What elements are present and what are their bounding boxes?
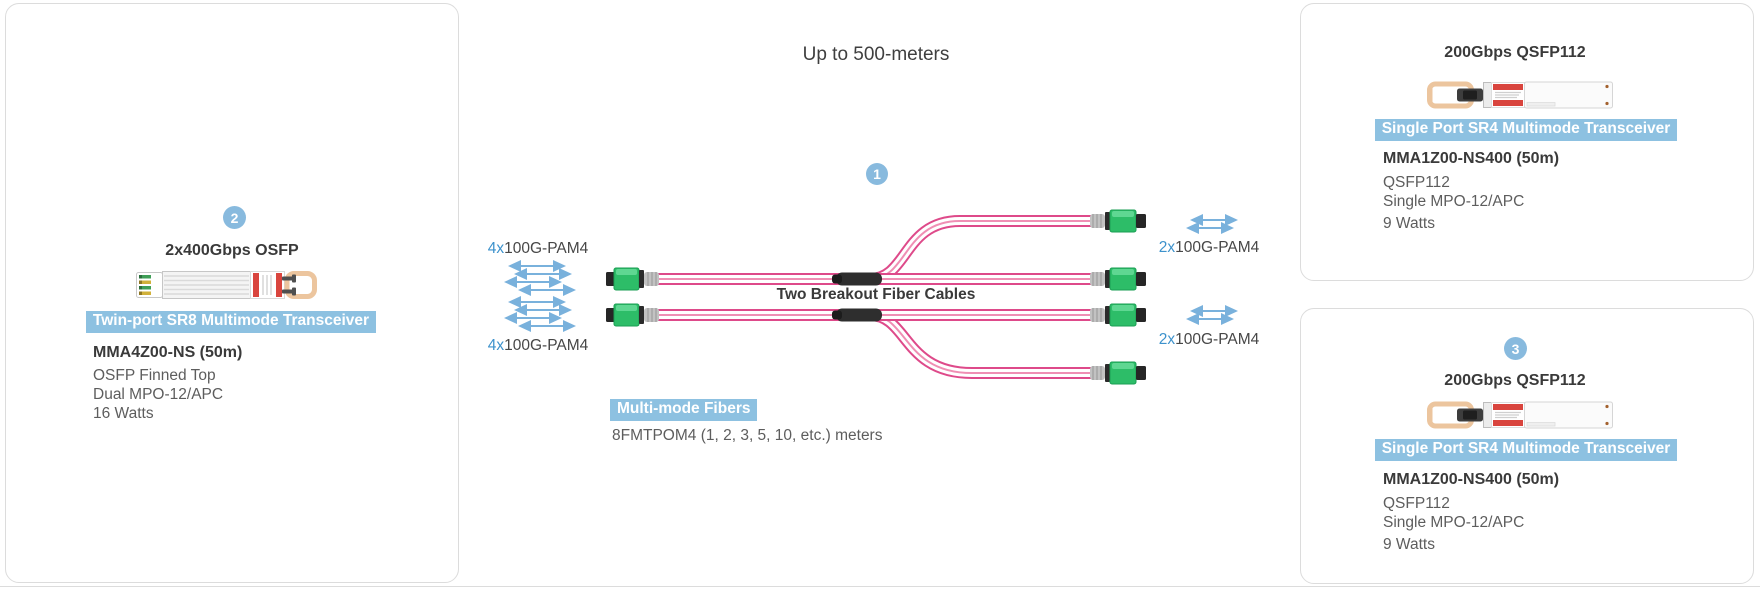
cable-caption: Two Breakout Fiber Cables [776, 286, 976, 303]
qsfp112-top-highlight-wrap: Single Port SR4 Multimode Transceiver [1300, 119, 1752, 141]
qsfp112-bottom-model-number: MMA1Z00-NS400 (50m) [1383, 471, 1560, 488]
qsfp112-transceiver-card-top [1300, 3, 1754, 281]
osfp-card-title: 2x400Gbps OSFP [165, 242, 299, 259]
qsfp112-bottom-highlight-wrap: Single Port SR4 Multimode Transceiver [1300, 439, 1752, 461]
mpo-connector-left-1 [606, 267, 659, 291]
qsfp112-bottom-spec-line: QSFP112 [1383, 495, 1450, 512]
lane-count: 2x [1158, 239, 1176, 256]
step-badge-3: 3 [1504, 337, 1527, 360]
qsfp112-bottom-spec-line: 9 Watts [1383, 536, 1435, 553]
osfp-model-number: MMA4Z00-NS (50m) [93, 344, 243, 361]
lane-count: 4x [487, 240, 505, 257]
lane-count: 4x [487, 337, 505, 354]
qsfp112-module-image [1427, 81, 1613, 109]
osfp-spec-line: 16 Watts [93, 405, 154, 422]
mpo-connector-right-1 [1090, 209, 1146, 233]
qsfp112-top-model-number: MMA1Z00-NS400 (50m) [1383, 150, 1560, 167]
qsfp112-top-spec-line: Single MPO-12/APC [1383, 193, 1525, 210]
mpo-connector-right-2 [1090, 267, 1146, 291]
osfp-highlight-wrap: Twin-port SR8 Multimode Transceiver [5, 311, 457, 333]
step-badge-2: 2 [223, 206, 246, 229]
right-lane-rate-top: 2x100G-PAM4 [1109, 239, 1309, 257]
lane-rate: 100G-PAM4 [1175, 239, 1260, 256]
qsfp112-module-image [1427, 401, 1613, 429]
right-lane-rate-bottom: 2x100G-PAM4 [1109, 331, 1309, 349]
left-lane-arrows-icon [504, 260, 576, 332]
breakout-sleeves [832, 272, 882, 322]
osfp-spec-line: Dual MPO-12/APC [93, 386, 224, 403]
qsfp112-top-spec-line: 9 Watts [1383, 215, 1435, 232]
fiber-highlight-label: Multi-mode Fibers [610, 399, 758, 421]
qsfp112-bottom-highlight-label: Single Port SR4 Multimode Transceiver [1374, 439, 1678, 461]
qsfp112-top-title: 200Gbps QSFP112 [1444, 44, 1586, 61]
qsfp112-bottom-title: 200Gbps QSFP112 [1444, 372, 1586, 389]
lane-rate: 100G-PAM4 [1175, 331, 1260, 348]
fiber-note: 8FMTPOM4 (1, 2, 3, 5, 10, etc.) meters [612, 427, 883, 444]
step-badge-1: 1 [866, 163, 888, 185]
mpo-connector-right-4 [1090, 361, 1146, 385]
mpo-connector-right-3 [1090, 303, 1146, 327]
left-lane-rate-top: 4x100G-PAM4 [438, 240, 638, 258]
qsfp112-bottom-spec-line: Single MPO-12/APC [1383, 514, 1525, 531]
lane-count: 2x [1158, 331, 1176, 348]
page-bottom-divider [0, 586, 1760, 587]
lane-rate: 100G-PAM4 [504, 240, 589, 257]
qsfp112-top-spec-line: QSFP112 [1383, 174, 1450, 191]
lane-rate: 100G-PAM4 [504, 337, 589, 354]
osfp-highlight-label: Twin-port SR8 Multimode Transceiver [85, 311, 377, 333]
right-lane-arrows-icon [1186, 214, 1238, 325]
left-lane-rate-bottom: 4x100G-PAM4 [438, 337, 638, 355]
osfp-spec-line: OSFP Finned Top [93, 367, 216, 384]
reach-title: Up to 500-meters [802, 44, 950, 65]
osfp-module-image [136, 271, 317, 299]
mpo-connector-left-2 [606, 303, 659, 327]
qsfp112-top-highlight-label: Single Port SR4 Multimode Transceiver [1374, 119, 1678, 141]
fiber-highlight-wrap: Multi-mode Fibers [610, 399, 758, 421]
